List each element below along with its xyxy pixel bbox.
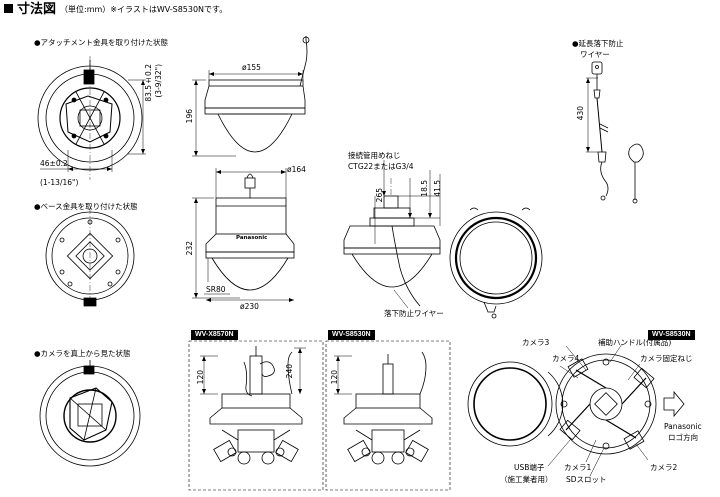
label-usb-1: USB端子: [514, 463, 545, 472]
brand-mark: Panasonic: [236, 235, 268, 241]
label-top-view: ●カメラを真上から見た状態: [34, 349, 131, 358]
base-plan-view: [45, 208, 135, 307]
label-conduit-1: 接続管用めねじ: [348, 151, 401, 160]
page-title: 寸法図: [4, 3, 56, 16]
dim-h265: 265: [375, 188, 384, 203]
label-aux-handle: 補助ハンドル(付属品): [598, 338, 672, 347]
label-camera-screw: カメラ固定ねじ: [640, 354, 693, 363]
dim-d164: ø164: [287, 165, 306, 174]
label-camera2: カメラ2: [650, 463, 678, 472]
label-attachment-state: ●アタッチメント金具を取り付けた状態: [34, 38, 169, 47]
label-usb-2: （施工業者用）: [500, 475, 553, 484]
s8530n-elevation: [334, 351, 433, 465]
page-subtitle: （単位:mm）※イラストはWV-S8530Nです。: [60, 5, 228, 14]
dim-h120-x8570n: 120: [196, 370, 205, 385]
label-panasonic-1: Panasonic: [664, 422, 702, 431]
side-elevation-232: [192, 168, 295, 302]
side-section-conduit: [343, 160, 441, 309]
s8530n-box: [325, 340, 451, 491]
dim-h835-inch: (3-9/32"): [154, 64, 163, 98]
attachment-plan-view: [37, 56, 146, 180]
label-camera3: カメラ3: [522, 338, 550, 347]
label-wire-title-1: ●延長落下防止: [572, 39, 624, 48]
drop-wire-drawing: [586, 61, 644, 204]
dim-h196: 196: [185, 109, 194, 124]
x8570n-elevation: [200, 346, 306, 465]
badge-s8530n-box: WV-S8530N: [328, 330, 375, 340]
dim-h185: 18.5: [420, 180, 429, 197]
dim-h430: 430: [576, 106, 585, 121]
label-base-state: ●ベース金具を取り付けた状態: [34, 202, 138, 211]
x8570n-box: [188, 340, 324, 491]
badge-s8530n-top: WV-S8530N: [648, 330, 695, 340]
bezel-ring: [449, 207, 543, 319]
dim-w46: 46±0.2: [40, 159, 68, 168]
dim-d155: ø155: [242, 63, 261, 72]
dim-d230: ø230: [240, 302, 259, 311]
dim-h835: 83.5±0.2: [144, 64, 153, 102]
label-camera1: カメラ1: [564, 463, 592, 472]
label-sr80: SR80: [206, 285, 226, 294]
label-wire-title-2: ワイヤー: [580, 50, 610, 59]
dim-h232: 232: [185, 241, 194, 256]
dim-h120-s8530n: 120: [330, 370, 339, 385]
label-panasonic-2: ロゴ方向: [668, 433, 698, 442]
label-conduit-2: CTG22またはG3/4: [348, 162, 414, 171]
side-elevation-196: [192, 36, 310, 157]
dim-h415: 41.5: [433, 180, 442, 197]
s8530n-top-view: [467, 343, 685, 477]
label-sd-slot: SDスロット: [566, 475, 607, 484]
dim-w46-inch: (1-13/16"): [40, 178, 79, 187]
top-plan-view: [39, 360, 141, 467]
dim-h240: 240: [285, 364, 294, 379]
label-drop-wire: 落下防止ワイヤー: [384, 309, 444, 318]
badge-x8570n: WV-X8570N: [191, 330, 238, 340]
label-camera4: カメラ4: [552, 354, 580, 363]
